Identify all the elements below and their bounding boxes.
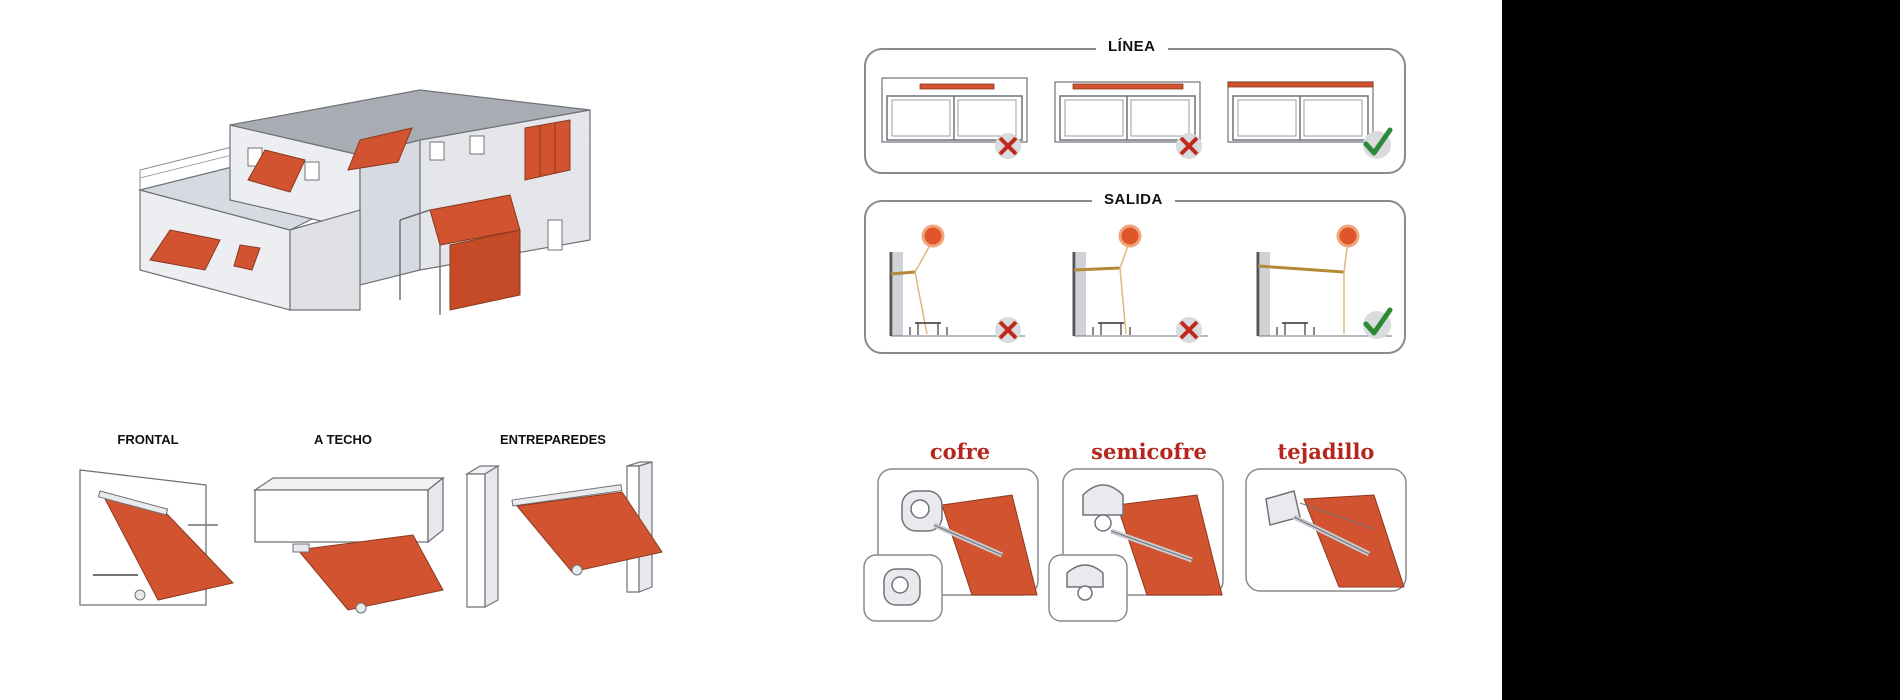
check-icon	[1363, 127, 1393, 159]
salida-panel-title: SALIDA	[1092, 191, 1175, 208]
semicofre-awning-icon	[1048, 468, 1224, 622]
linea-panel-title: LÍNEA	[1096, 38, 1168, 55]
sun-projection-icon	[1072, 224, 1208, 337]
box-label-semicofre: semicofre	[1091, 439, 1207, 464]
mount-label-frontal: FRONTAL	[117, 432, 179, 447]
mount-label-a-techo: A TECHO	[313, 432, 373, 447]
house-with-awnings-icon	[137, 89, 591, 315]
tejadillo-awning-icon	[1245, 468, 1407, 592]
cross-icon	[995, 133, 1021, 159]
frontal-mount-awning-icon	[79, 469, 234, 606]
mount-label-entreparedes: ENTREPAREDES	[500, 432, 606, 447]
illustration-canvas: FRONTAL A TECHO ENTREPAREDES LÍNEA	[79, 38, 1407, 622]
box-label-tejadillo: tejadillo	[1277, 439, 1375, 464]
box-label-cofre: cofre	[929, 439, 991, 464]
cross-icon	[1176, 133, 1202, 159]
cross-icon	[995, 317, 1021, 343]
linea-option-3	[1227, 81, 1374, 143]
linea-option-1	[881, 77, 1028, 143]
ceiling-mount-awning-icon	[252, 476, 445, 614]
cofre-awning-icon	[863, 468, 1039, 622]
sun-projection-icon	[1256, 224, 1392, 337]
black-side-panel	[1502, 0, 1900, 700]
linea-option-2	[1054, 81, 1201, 143]
between-walls-awning-icon	[464, 461, 663, 609]
check-icon	[1363, 307, 1393, 339]
cross-icon	[1176, 317, 1202, 343]
